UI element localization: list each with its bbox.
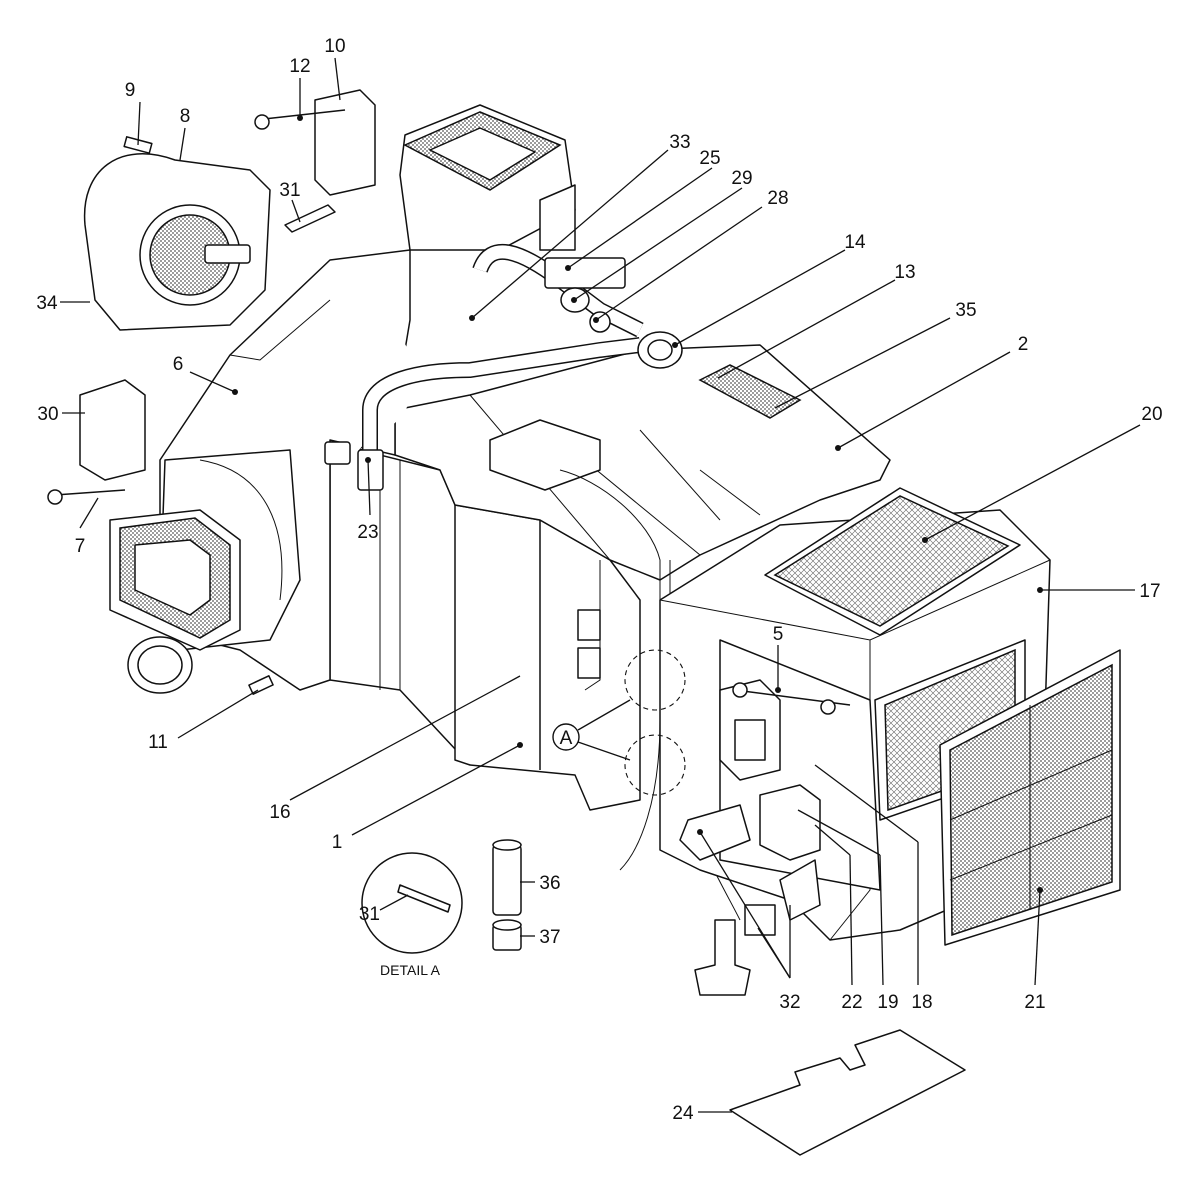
callout-23: 23: [357, 522, 378, 543]
callout-11: 11: [148, 732, 168, 753]
callout-32: 32: [779, 992, 800, 1013]
top-intake-duct: [399, 104, 576, 251]
svg-text:A: A: [560, 728, 573, 749]
coolant-hoses: [319, 244, 683, 491]
detail-a-inset: 31 DETAIL A: [359, 852, 463, 978]
detail-a-callout: 31: [359, 904, 380, 925]
callout-34: 34: [36, 293, 58, 314]
callout-29: 29: [731, 168, 752, 189]
callout-36: 36: [539, 873, 560, 894]
callout-9: 9: [125, 80, 136, 101]
callout-35: 35: [955, 300, 976, 321]
callout-10: 10: [324, 36, 345, 57]
callout-24: 24: [672, 1103, 694, 1124]
resistor-connector: [694, 904, 776, 996]
link-plate-31: [284, 204, 336, 233]
callout-18: 18: [911, 992, 932, 1013]
detail-a-caption: DETAIL A: [380, 962, 441, 978]
callout-19: 19: [877, 992, 898, 1013]
insulator-sheet: [729, 1029, 966, 1156]
callout-8: 8: [180, 106, 191, 127]
label-plate: [698, 364, 802, 419]
callouts: 9 8 10 12 31 34 6 30 7 23 11 16 1 33 25 …: [36, 36, 1162, 1124]
callout-33: 33: [669, 132, 690, 153]
fan-motor: [83, 153, 271, 331]
callout-5: 5: [773, 624, 784, 645]
callout-14: 14: [844, 232, 866, 253]
callout-16: 16: [269, 802, 290, 823]
callout-1: 1: [332, 832, 343, 853]
detail-a-marker: A: [552, 699, 631, 761]
callout-20: 20: [1141, 404, 1162, 425]
screw-11: [248, 675, 274, 695]
actuator-upper: [254, 89, 376, 196]
callout-25: 25: [699, 148, 720, 169]
callout-22: 22: [841, 992, 862, 1013]
actuator-left: [47, 379, 146, 505]
callout-31: 31: [279, 180, 300, 201]
filter-panel: [939, 649, 1121, 946]
callout-2: 2: [1018, 334, 1029, 355]
callout-17: 17: [1139, 581, 1160, 602]
callout-37: 37: [539, 927, 560, 948]
callout-13: 13: [894, 262, 915, 283]
detail-a-ring-upper: [624, 649, 686, 711]
callout-30: 30: [37, 404, 58, 425]
leader-lines: [60, 57, 1141, 1113]
drain-hose: [492, 839, 522, 951]
actuator-mode: [719, 679, 851, 781]
callout-7: 7: [75, 536, 86, 557]
callout-12: 12: [289, 56, 310, 77]
detail-a-ring-lower: [624, 734, 686, 796]
blower-housing: [109, 249, 411, 694]
callout-21: 21: [1024, 992, 1045, 1013]
callout-6: 6: [173, 354, 184, 375]
callout-28: 28: [767, 188, 788, 209]
